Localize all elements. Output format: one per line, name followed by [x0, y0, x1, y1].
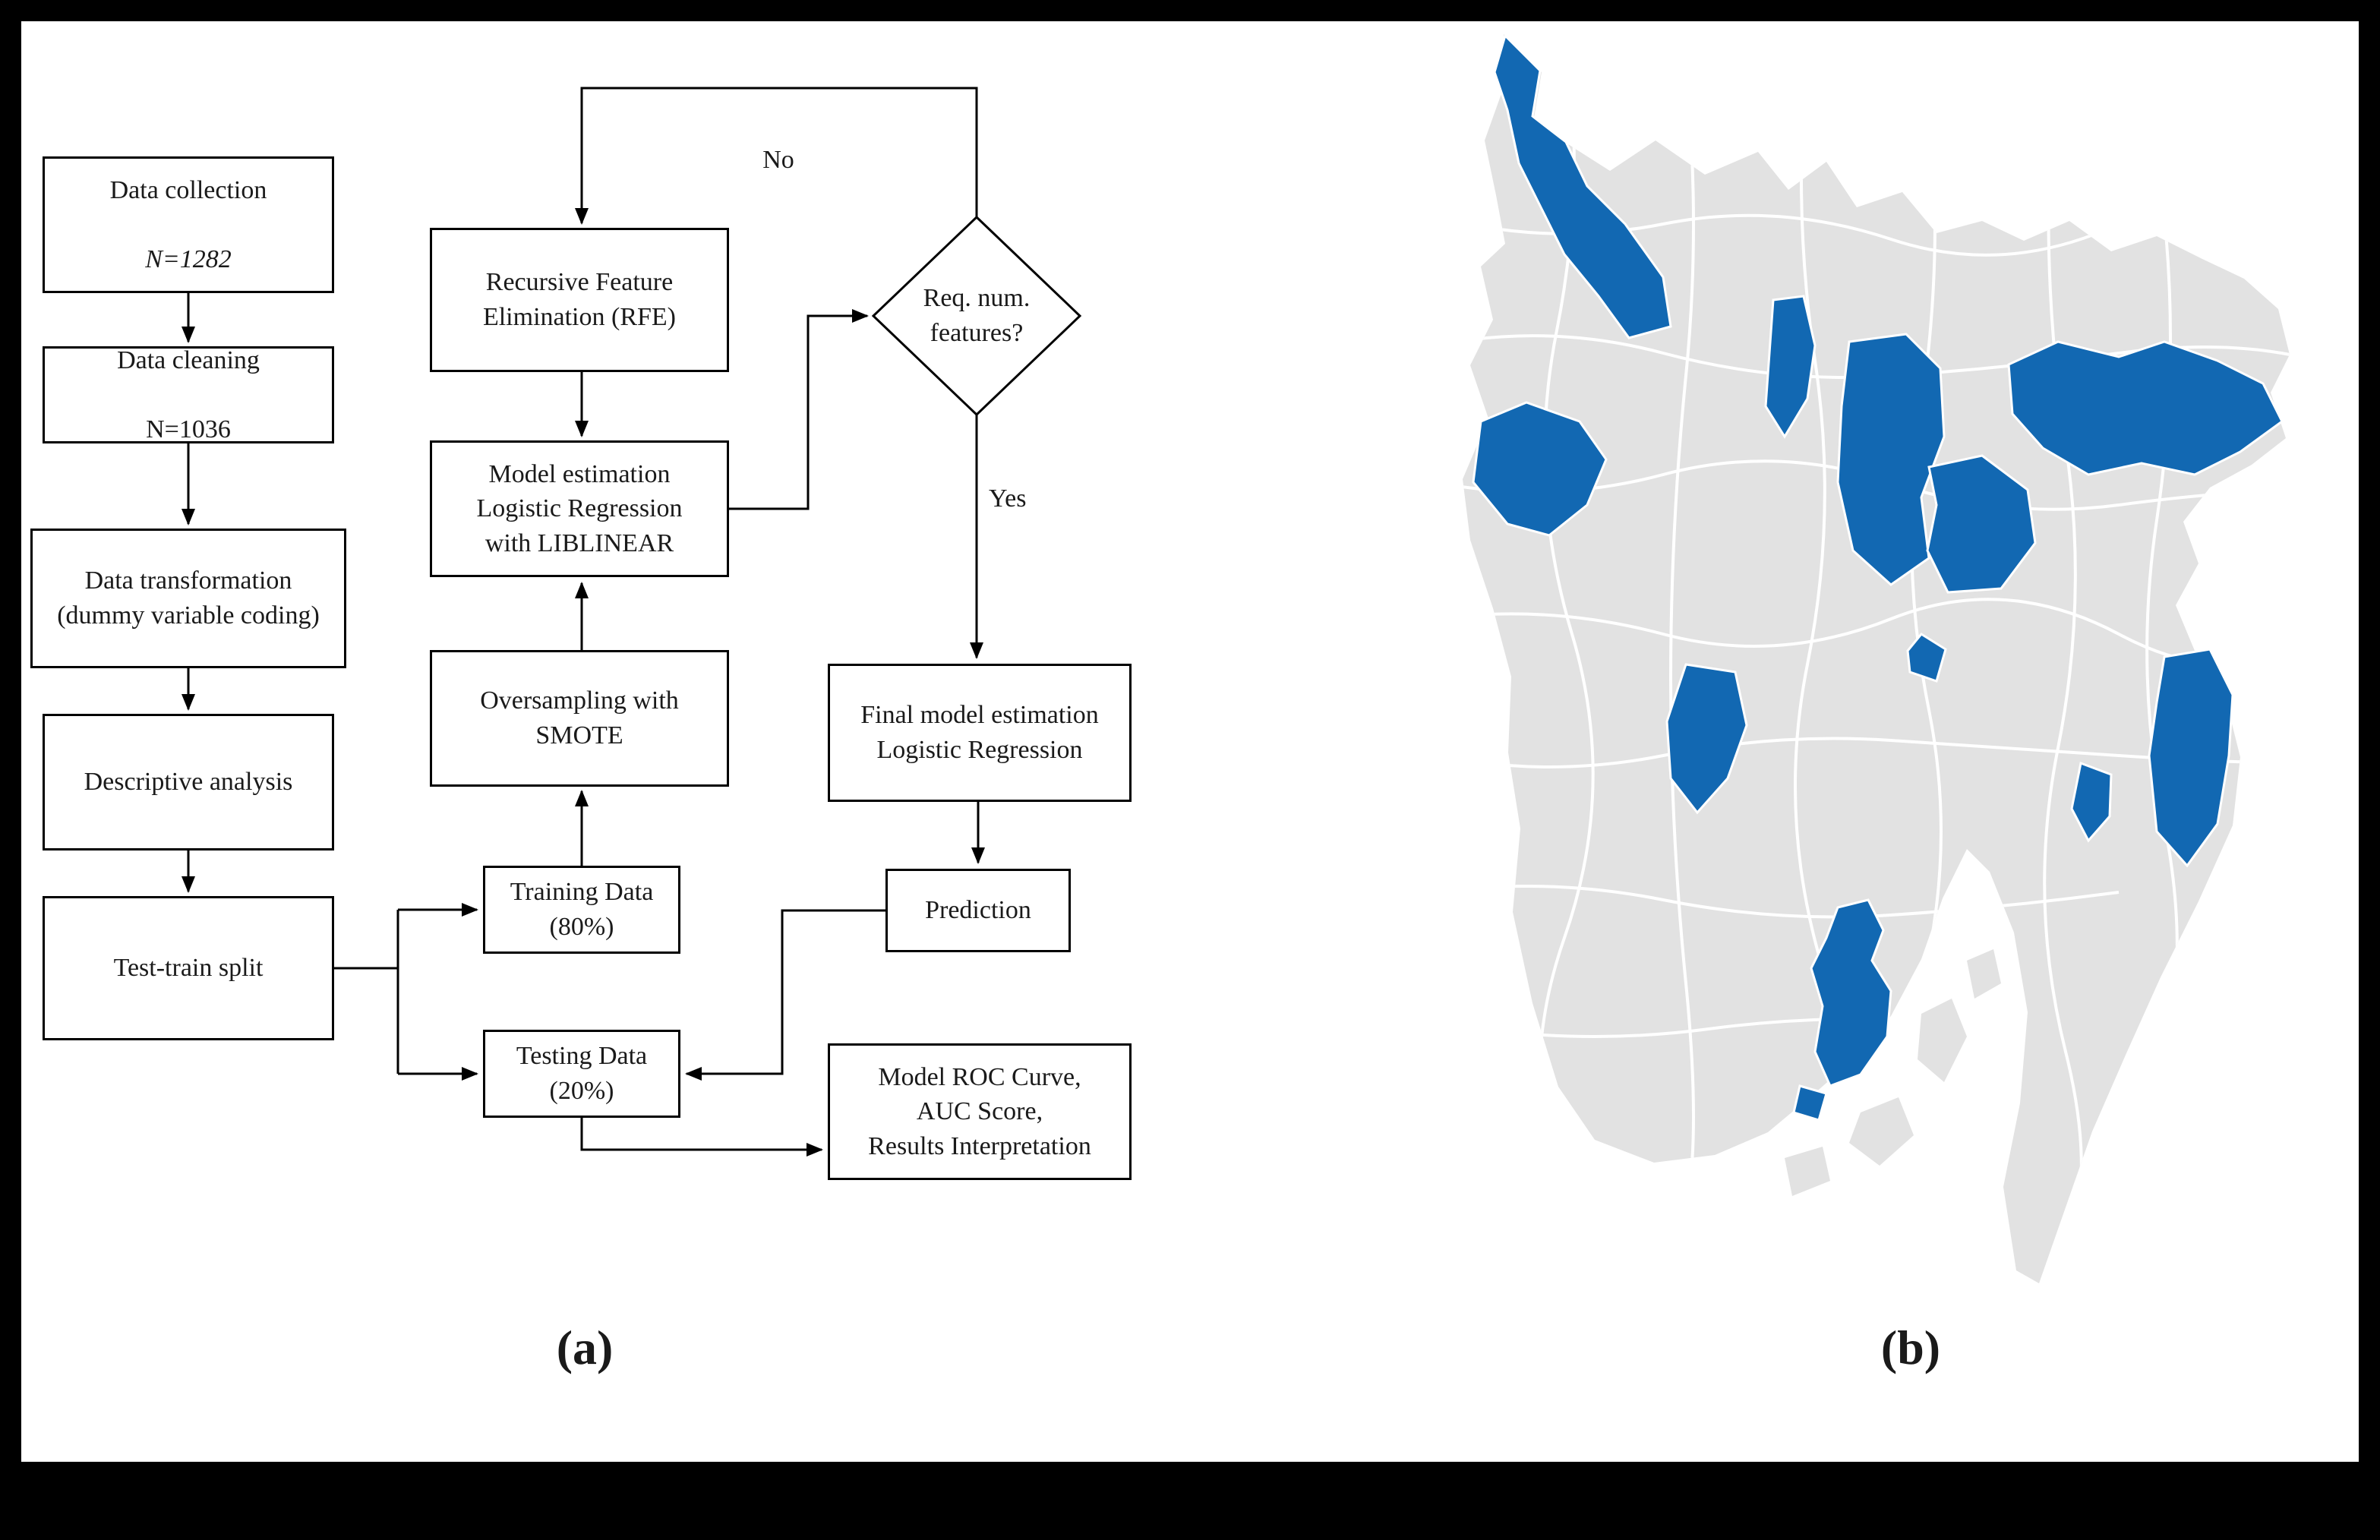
highlighted-district — [2070, 761, 2113, 843]
bangladesh-map — [1463, 33, 2290, 1283]
box-model-estimation: Model estimation Logistic Regression wit… — [430, 440, 729, 577]
highlighted-district — [1836, 333, 1946, 586]
highlighted-district — [1926, 454, 2037, 594]
box-prediction: Prediction — [885, 869, 1071, 952]
box-title: Req. num. features? — [923, 284, 1031, 347]
decision-diamond — [871, 215, 1082, 417]
box-data-transformation: Data transformation (dummy variable codi… — [30, 529, 346, 668]
box-testing-data: Testing Data (20%) — [483, 1030, 680, 1118]
box-subtitle: N=1036 — [146, 415, 231, 443]
highlighted-district — [2148, 648, 2234, 868]
box-descriptive-analysis: Descriptive analysis — [43, 714, 334, 850]
box-title: Descriptive analysis — [84, 768, 293, 797]
box-title: Training Data (80%) — [510, 878, 654, 941]
panel-a-label: (a) — [556, 1321, 614, 1374]
box-smote: Oversampling with SMOTE — [430, 650, 729, 787]
map-country-silhouette — [1463, 34, 2290, 1283]
highlighted-district — [1665, 663, 1748, 815]
highlighted-districts — [1472, 33, 2284, 1122]
box-title: Oversampling with SMOTE — [480, 686, 679, 749]
box-test-train-split: Test-train split — [43, 896, 334, 1040]
flowchart-connectors — [181, 87, 985, 1157]
edge-label-no: No — [762, 146, 794, 174]
panel-b-label: (b) — [1880, 1321, 1941, 1374]
highlighted-district — [1764, 295, 1817, 439]
box-training-data: Training Data (80%) — [483, 866, 680, 954]
box-title: Model estimation Logistic Regression wit… — [476, 459, 683, 557]
edge-label-yes: Yes — [989, 484, 1027, 513]
box-data-collection: Data collection N=1282 — [43, 156, 334, 293]
box-data-cleaning: Data cleaning N=1036 — [43, 346, 334, 443]
box-rfe: Recursive Feature Elimination (RFE) — [430, 228, 729, 372]
box-results: Model ROC Curve, AUC Score, Results Inte… — [828, 1043, 1132, 1180]
decision-label: Req. num. features? — [901, 270, 1053, 361]
box-title: Recursive Feature Elimination (RFE) — [482, 268, 677, 331]
box-subtitle: N=1282 — [145, 245, 232, 273]
highlighted-district — [1493, 33, 1672, 339]
highlighted-district — [2007, 340, 2284, 476]
box-title: Final model estimation Logistic Regressi… — [860, 701, 1099, 764]
box-title: Data transformation (dummy variable codi… — [57, 566, 320, 630]
highlighted-district — [1792, 1084, 1828, 1122]
box-title: Data cleaning — [117, 346, 260, 374]
highlighted-district — [1906, 633, 1947, 683]
box-title: Data collection — [109, 175, 267, 204]
map-islands — [1785, 949, 2001, 1196]
box-title: Prediction — [925, 896, 1031, 925]
box-final-model: Final model estimation Logistic Regressi… — [828, 664, 1132, 802]
box-title: Testing Data (20%) — [516, 1042, 648, 1105]
box-title: Model ROC Curve, AUC Score, Results Inte… — [868, 1062, 1091, 1160]
highlighted-district — [1810, 898, 1892, 1087]
highlighted-district — [1472, 401, 1608, 537]
box-title: Test-train split — [113, 954, 264, 983]
